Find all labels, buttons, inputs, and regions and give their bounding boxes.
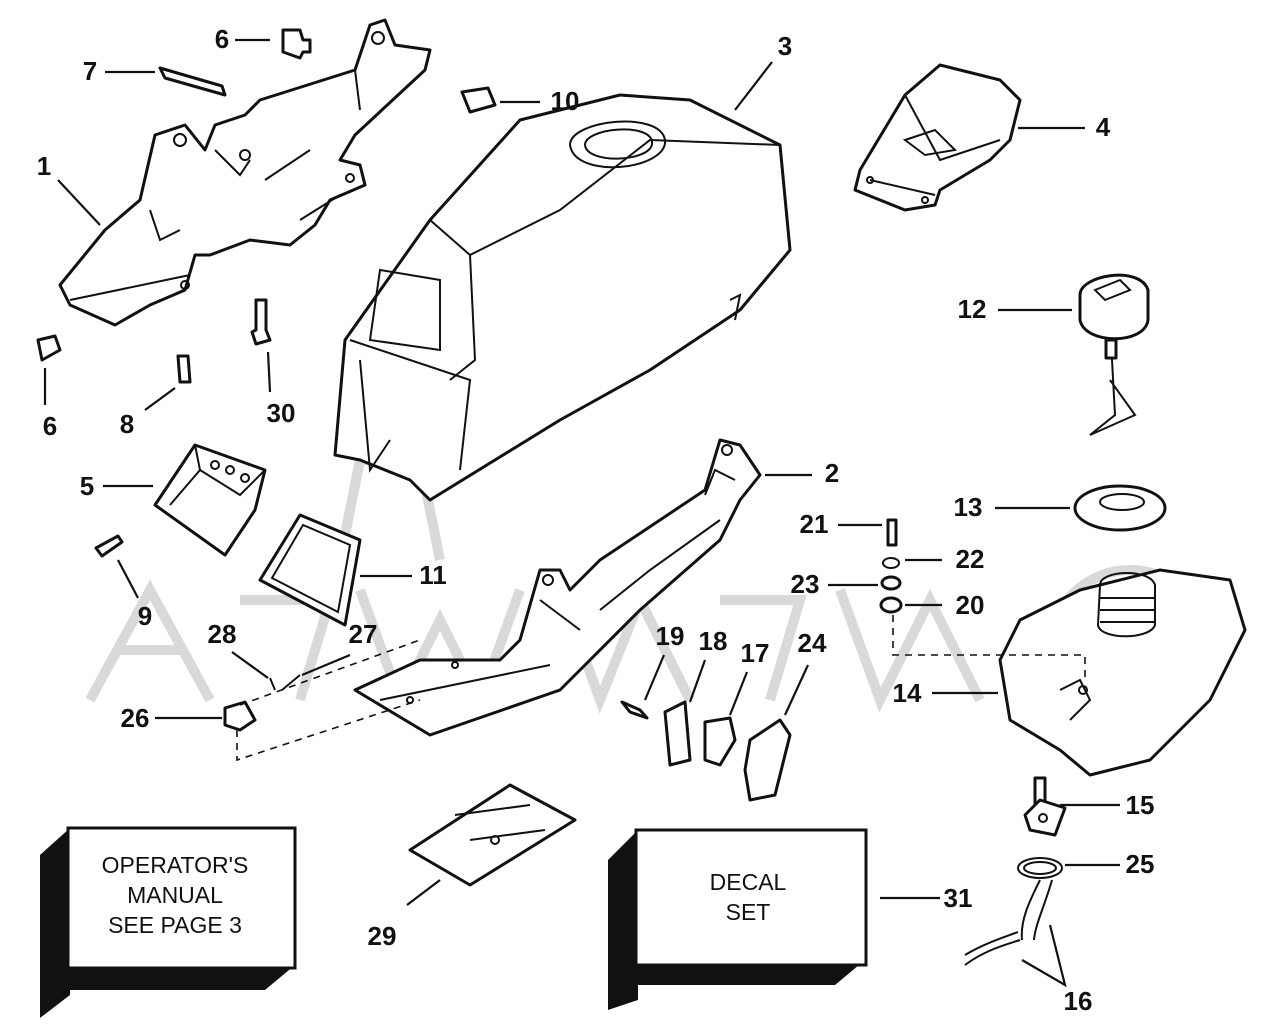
- callout-17: 17: [741, 638, 770, 668]
- part-15-fuel-valve: [1023, 776, 1067, 837]
- callout-6-top: 6: [215, 24, 229, 54]
- leader-lines: [43, 38, 1120, 988]
- callout-13: 13: [954, 492, 983, 522]
- callout-28: 28: [208, 619, 237, 649]
- callout-31: 31: [944, 883, 973, 913]
- part-3-motor-cover: [333, 93, 792, 502]
- assembly-lines: [236, 615, 1086, 762]
- manual-line-2: MANUAL: [127, 882, 223, 908]
- part-2-lower-bracket: [353, 438, 762, 737]
- callout-15: 15: [1126, 790, 1155, 820]
- callout-25: 25: [1126, 849, 1155, 879]
- part-16-fuel-line: [964, 879, 1053, 966]
- part-1-stern-bracket: [58, 18, 432, 327]
- callout-12: 12: [958, 294, 987, 324]
- part-11-gasket: [258, 513, 362, 627]
- callout-10: 10: [551, 86, 580, 116]
- callout-6-left: 6: [43, 411, 57, 441]
- callout-30: 30: [267, 398, 296, 428]
- callout-26: 26: [121, 703, 150, 733]
- callout-23: 23: [791, 569, 820, 599]
- callout-19: 19: [656, 621, 685, 651]
- callout-21: 21: [800, 509, 829, 539]
- callout-2: 2: [825, 458, 839, 488]
- decal-line-1: DECAL: [710, 869, 787, 895]
- part-29-warning-card: [408, 783, 577, 887]
- callout-4: 4: [1096, 112, 1111, 142]
- callout-29: 29: [368, 921, 397, 951]
- manual-line-3: SEE PAGE 3: [108, 912, 242, 938]
- callout-5: 5: [80, 471, 94, 501]
- decal-line-2: SET: [726, 899, 771, 925]
- part-25-clamp: [1017, 857, 1063, 879]
- callout-11: 11: [419, 560, 447, 590]
- callout-14: 14: [893, 678, 922, 708]
- decal-set-box: DECAL SET: [608, 828, 868, 1010]
- part-4-bracket: [853, 63, 1022, 212]
- callout-numbers: 6 7 1 10 3 4 12 6 8 30 5 2 13 21 22 23 2…: [37, 24, 1155, 1016]
- part-13-ring: [1073, 484, 1167, 532]
- callout-1: 1: [37, 151, 51, 181]
- callout-18: 18: [699, 626, 728, 656]
- callout-7: 7: [83, 56, 97, 86]
- part-5-vent-housing: [153, 443, 267, 557]
- callout-9: 9: [138, 601, 152, 631]
- hardware-screws: [36, 28, 903, 802]
- callout-27: 27: [349, 619, 378, 649]
- part-14-fuel-tank: [998, 568, 1247, 777]
- callout-3: 3: [778, 31, 792, 61]
- callout-22: 22: [956, 544, 985, 574]
- callout-8: 8: [120, 409, 134, 439]
- callout-20: 20: [956, 590, 985, 620]
- part-12-fuel-cap: [1078, 273, 1150, 436]
- operators-manual-box: OPERATOR'S MANUAL SEE PAGE 3: [40, 826, 297, 1018]
- callout-16: 16: [1064, 986, 1093, 1016]
- callout-24: 24: [798, 628, 827, 658]
- manual-line-1: OPERATOR'S: [102, 852, 249, 878]
